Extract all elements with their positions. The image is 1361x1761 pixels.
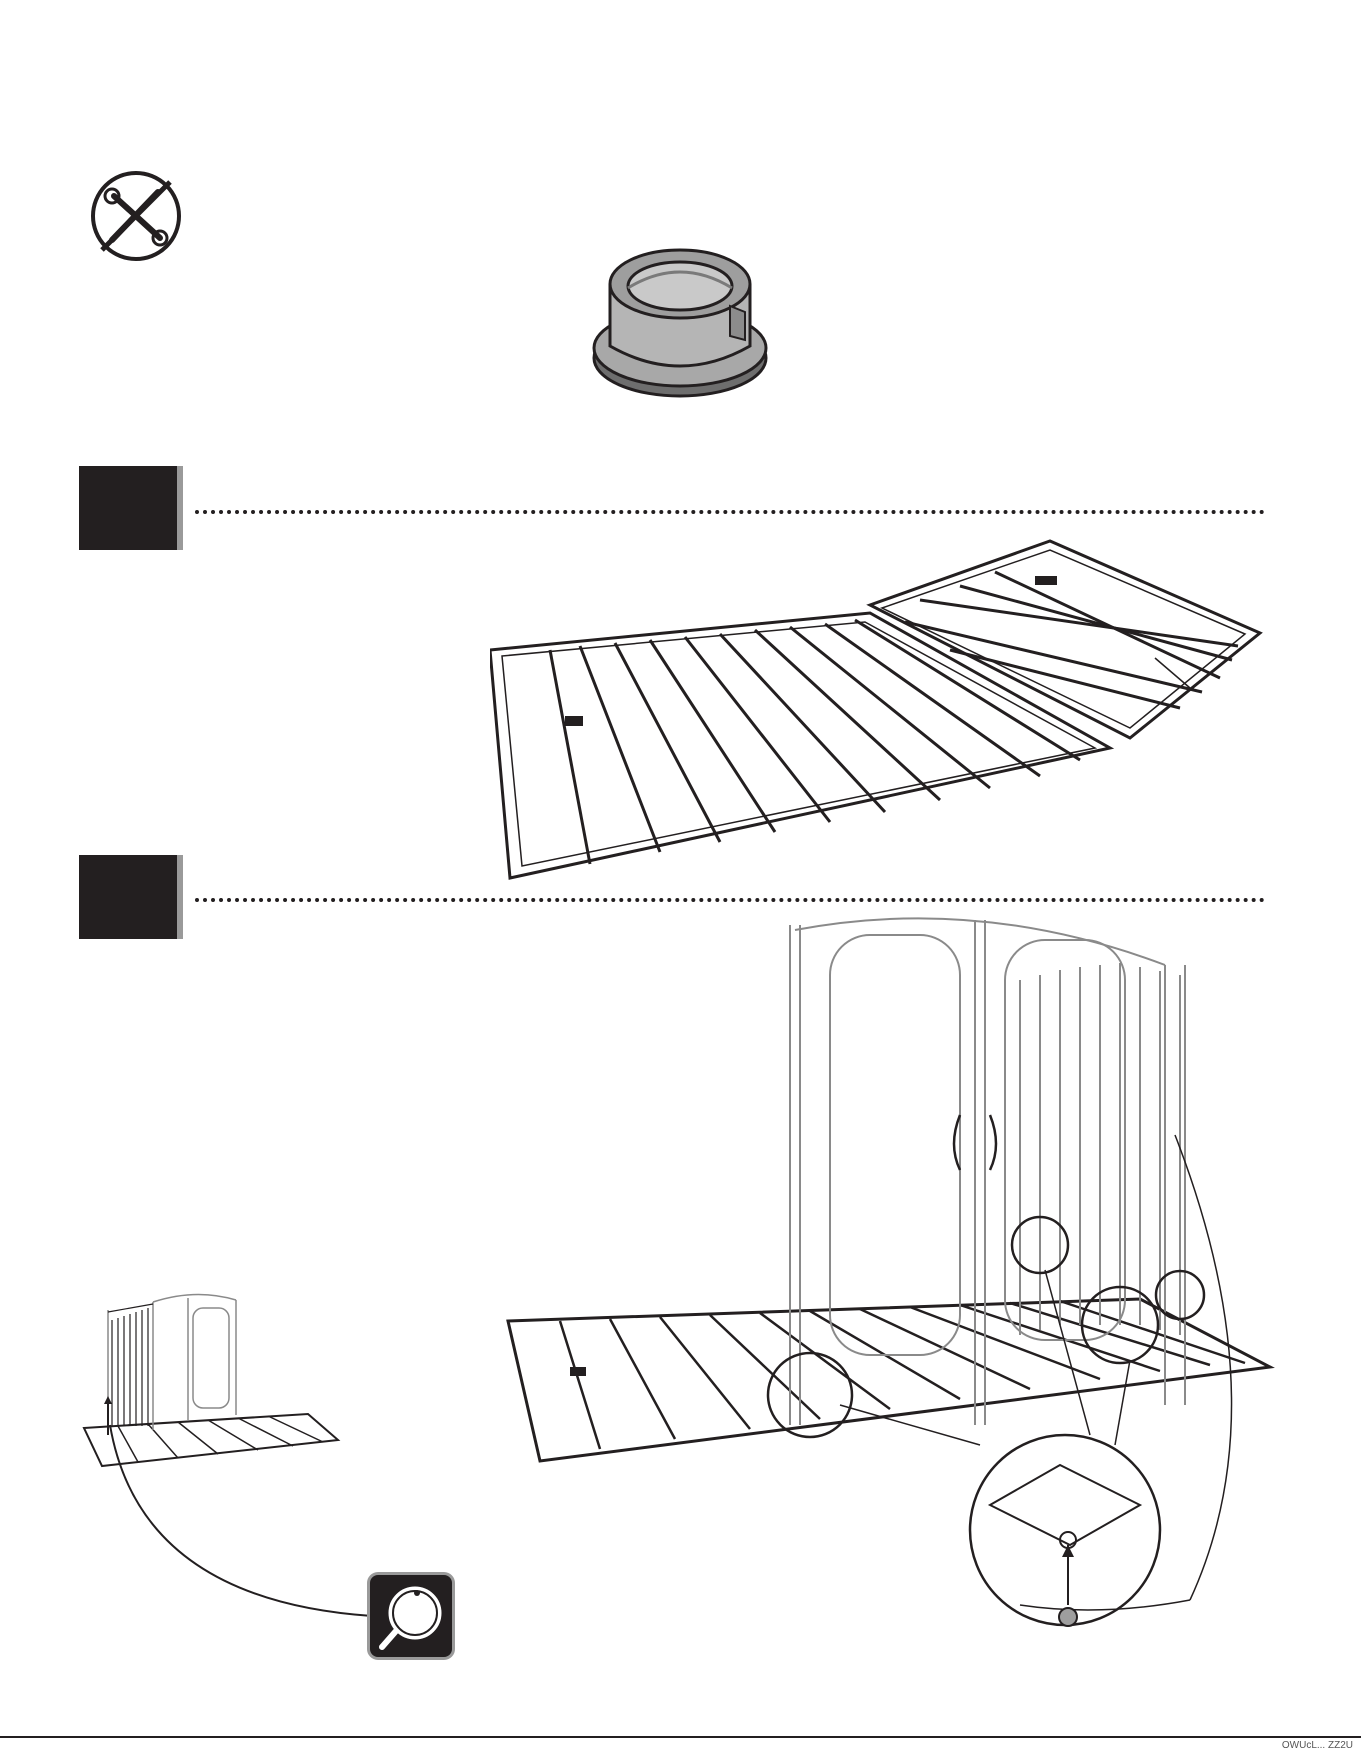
magnifier-detail-icon	[370, 1575, 452, 1657]
step-1-marker	[79, 466, 177, 550]
floor-panels-illustration	[490, 538, 1270, 893]
no-tools-required-icon	[88, 168, 184, 264]
floor-cap-plug-part	[580, 236, 780, 406]
step-2-marker	[79, 855, 177, 939]
step-2-divider	[195, 898, 1265, 902]
step-1-divider	[195, 510, 1265, 514]
door-wall-assembly-illustration	[500, 905, 1290, 1645]
callout-curve	[100, 1420, 400, 1640]
page-bottom-rule	[0, 1736, 1361, 1738]
page-footer-code: OWUcL... ZZ2U	[1282, 1740, 1353, 1751]
